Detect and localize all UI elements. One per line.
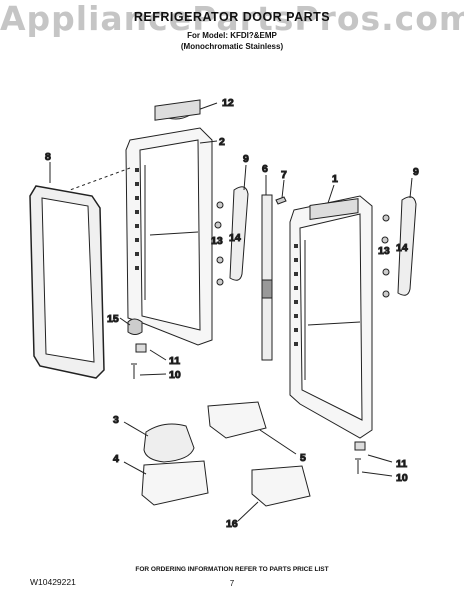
callout-13-right: 13 bbox=[378, 245, 390, 257]
callout-2: 2 bbox=[219, 136, 225, 148]
leader-line bbox=[149, 349, 167, 361]
callout-12: 12 bbox=[222, 97, 234, 109]
leader-line bbox=[259, 429, 297, 455]
right-door-ribs bbox=[304, 240, 361, 380]
part-3-dairy-cover bbox=[143, 423, 195, 463]
right-handle bbox=[397, 196, 417, 296]
leader-line bbox=[361, 471, 393, 477]
leader-line bbox=[327, 184, 335, 204]
leader-line bbox=[367, 454, 393, 463]
callout-5: 5 bbox=[300, 452, 306, 464]
callout-11-left: 11 bbox=[169, 355, 180, 367]
page-title: REFRIGERATOR DOOR PARTS bbox=[133, 10, 331, 24]
callout-10-right: 10 bbox=[396, 472, 408, 484]
left-door-shelf-ticks bbox=[135, 168, 139, 270]
right-door-liner bbox=[299, 213, 363, 421]
callout-1: 1 bbox=[332, 173, 338, 185]
hinge-bar bbox=[261, 194, 273, 361]
leader-line bbox=[281, 179, 285, 199]
left-door-handle-top bbox=[154, 99, 201, 121]
right-door-shelf-ticks bbox=[294, 244, 298, 346]
hinge-block bbox=[261, 279, 273, 299]
part-10-screw bbox=[355, 458, 361, 474]
leader-line bbox=[237, 501, 259, 522]
part-11-washer bbox=[354, 441, 366, 451]
leader-line bbox=[123, 461, 147, 475]
callout-4: 4 bbox=[113, 453, 119, 465]
model-line: For Model: KFDI?&EMP bbox=[187, 31, 277, 40]
callout-13-left: 13 bbox=[211, 235, 223, 247]
left-door-liner bbox=[139, 139, 201, 331]
screw bbox=[382, 214, 390, 222]
callout-16: 16 bbox=[226, 518, 238, 530]
screw bbox=[382, 290, 390, 298]
callout-8: 8 bbox=[45, 151, 51, 163]
leader-line bbox=[119, 317, 131, 326]
callout-9-right: 9 bbox=[413, 166, 419, 178]
callout-15: 15 bbox=[107, 313, 119, 325]
callout-6: 6 bbox=[262, 163, 268, 175]
part-4-dairy-bin bbox=[141, 460, 209, 506]
leader-line bbox=[409, 177, 413, 199]
leader-line bbox=[139, 373, 167, 376]
page-number: 7 bbox=[229, 579, 235, 588]
right-door-handle-top bbox=[309, 198, 359, 221]
part-7-screw bbox=[275, 196, 287, 205]
screw bbox=[381, 236, 389, 244]
document-id: W10429221 bbox=[30, 577, 76, 587]
leader-line bbox=[199, 140, 218, 144]
part-16-door-bin bbox=[251, 465, 311, 507]
screw bbox=[216, 256, 224, 264]
part-10-screw bbox=[131, 363, 137, 379]
variant-line: (Monochromatic Stainless) bbox=[180, 42, 284, 51]
left-handle bbox=[229, 186, 249, 281]
screw bbox=[214, 221, 222, 229]
callout-7: 7 bbox=[281, 169, 287, 181]
leader-line bbox=[123, 421, 149, 437]
callout-14-right: 14 bbox=[396, 242, 408, 254]
callout-14-left: 14 bbox=[229, 232, 241, 244]
watermark: AppliancePartsPros.com bbox=[0, 0, 464, 38]
callout-9-left: 9 bbox=[243, 153, 249, 165]
gasket-inner bbox=[41, 197, 95, 363]
part-5-door-bin bbox=[207, 401, 267, 439]
callout-10-left: 10 bbox=[169, 369, 181, 381]
screw bbox=[216, 201, 224, 209]
leader-line bbox=[69, 167, 131, 191]
screw bbox=[216, 278, 224, 286]
callout-11-right: 11 bbox=[396, 458, 407, 470]
screw bbox=[382, 268, 390, 276]
leader-line bbox=[243, 164, 247, 191]
part-11-washer bbox=[135, 343, 147, 353]
callout-3: 3 bbox=[113, 414, 119, 426]
part-15-bushing bbox=[127, 318, 143, 335]
left-door-ribs bbox=[144, 165, 199, 300]
ordering-note: FOR ORDERING INFORMATION REFER TO PARTS … bbox=[135, 566, 329, 573]
